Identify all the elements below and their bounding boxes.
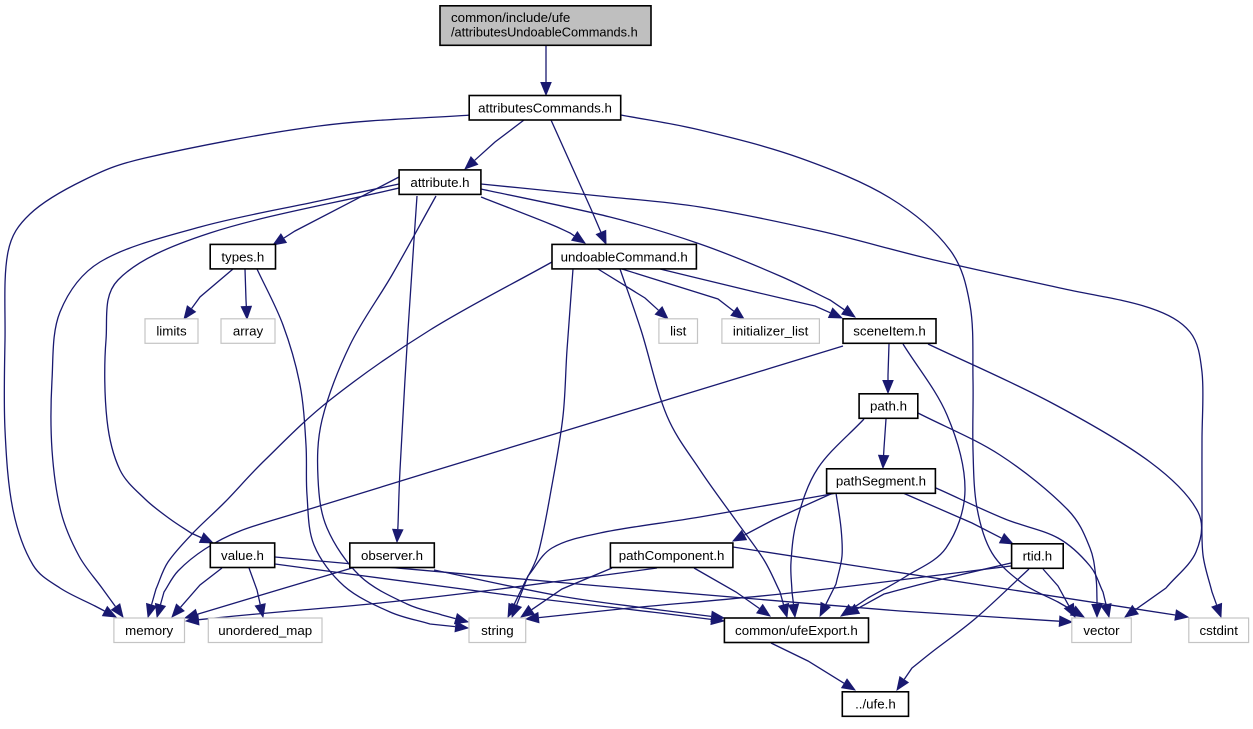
svg-text:value.h: value.h (221, 548, 264, 563)
svg-text:attributesCommands.h: attributesCommands.h (478, 100, 612, 115)
svg-text:/attributesUndoableCommands.h: /attributesUndoableCommands.h (451, 25, 638, 40)
svg-text:array: array (233, 324, 264, 339)
svg-text:vector: vector (1083, 623, 1120, 638)
svg-text:../ufe.h: ../ufe.h (855, 697, 896, 712)
svg-text:sceneItem.h: sceneItem.h (853, 324, 925, 339)
svg-text:pathSegment.h: pathSegment.h (836, 474, 926, 489)
svg-text:cstdint: cstdint (1199, 623, 1238, 638)
svg-text:limits: limits (156, 324, 187, 339)
svg-text:memory: memory (125, 623, 173, 638)
svg-text:observer.h: observer.h (361, 548, 423, 563)
svg-text:attribute.h: attribute.h (410, 175, 469, 190)
svg-text:pathComponent.h: pathComponent.h (619, 548, 725, 563)
svg-text:undoableCommand.h: undoableCommand.h (561, 249, 688, 264)
svg-text:path.h: path.h (870, 399, 907, 414)
svg-text:list: list (670, 324, 687, 339)
svg-text:initializer_list: initializer_list (733, 324, 809, 339)
svg-text:common/include/ufe: common/include/ufe (451, 10, 570, 25)
svg-text:common/ufeExport.h: common/ufeExport.h (735, 623, 858, 638)
svg-text:unordered_map: unordered_map (218, 623, 312, 638)
svg-text:types.h: types.h (221, 249, 264, 264)
svg-text:rtid.h: rtid.h (1023, 549, 1053, 564)
svg-text:string: string (481, 623, 514, 638)
